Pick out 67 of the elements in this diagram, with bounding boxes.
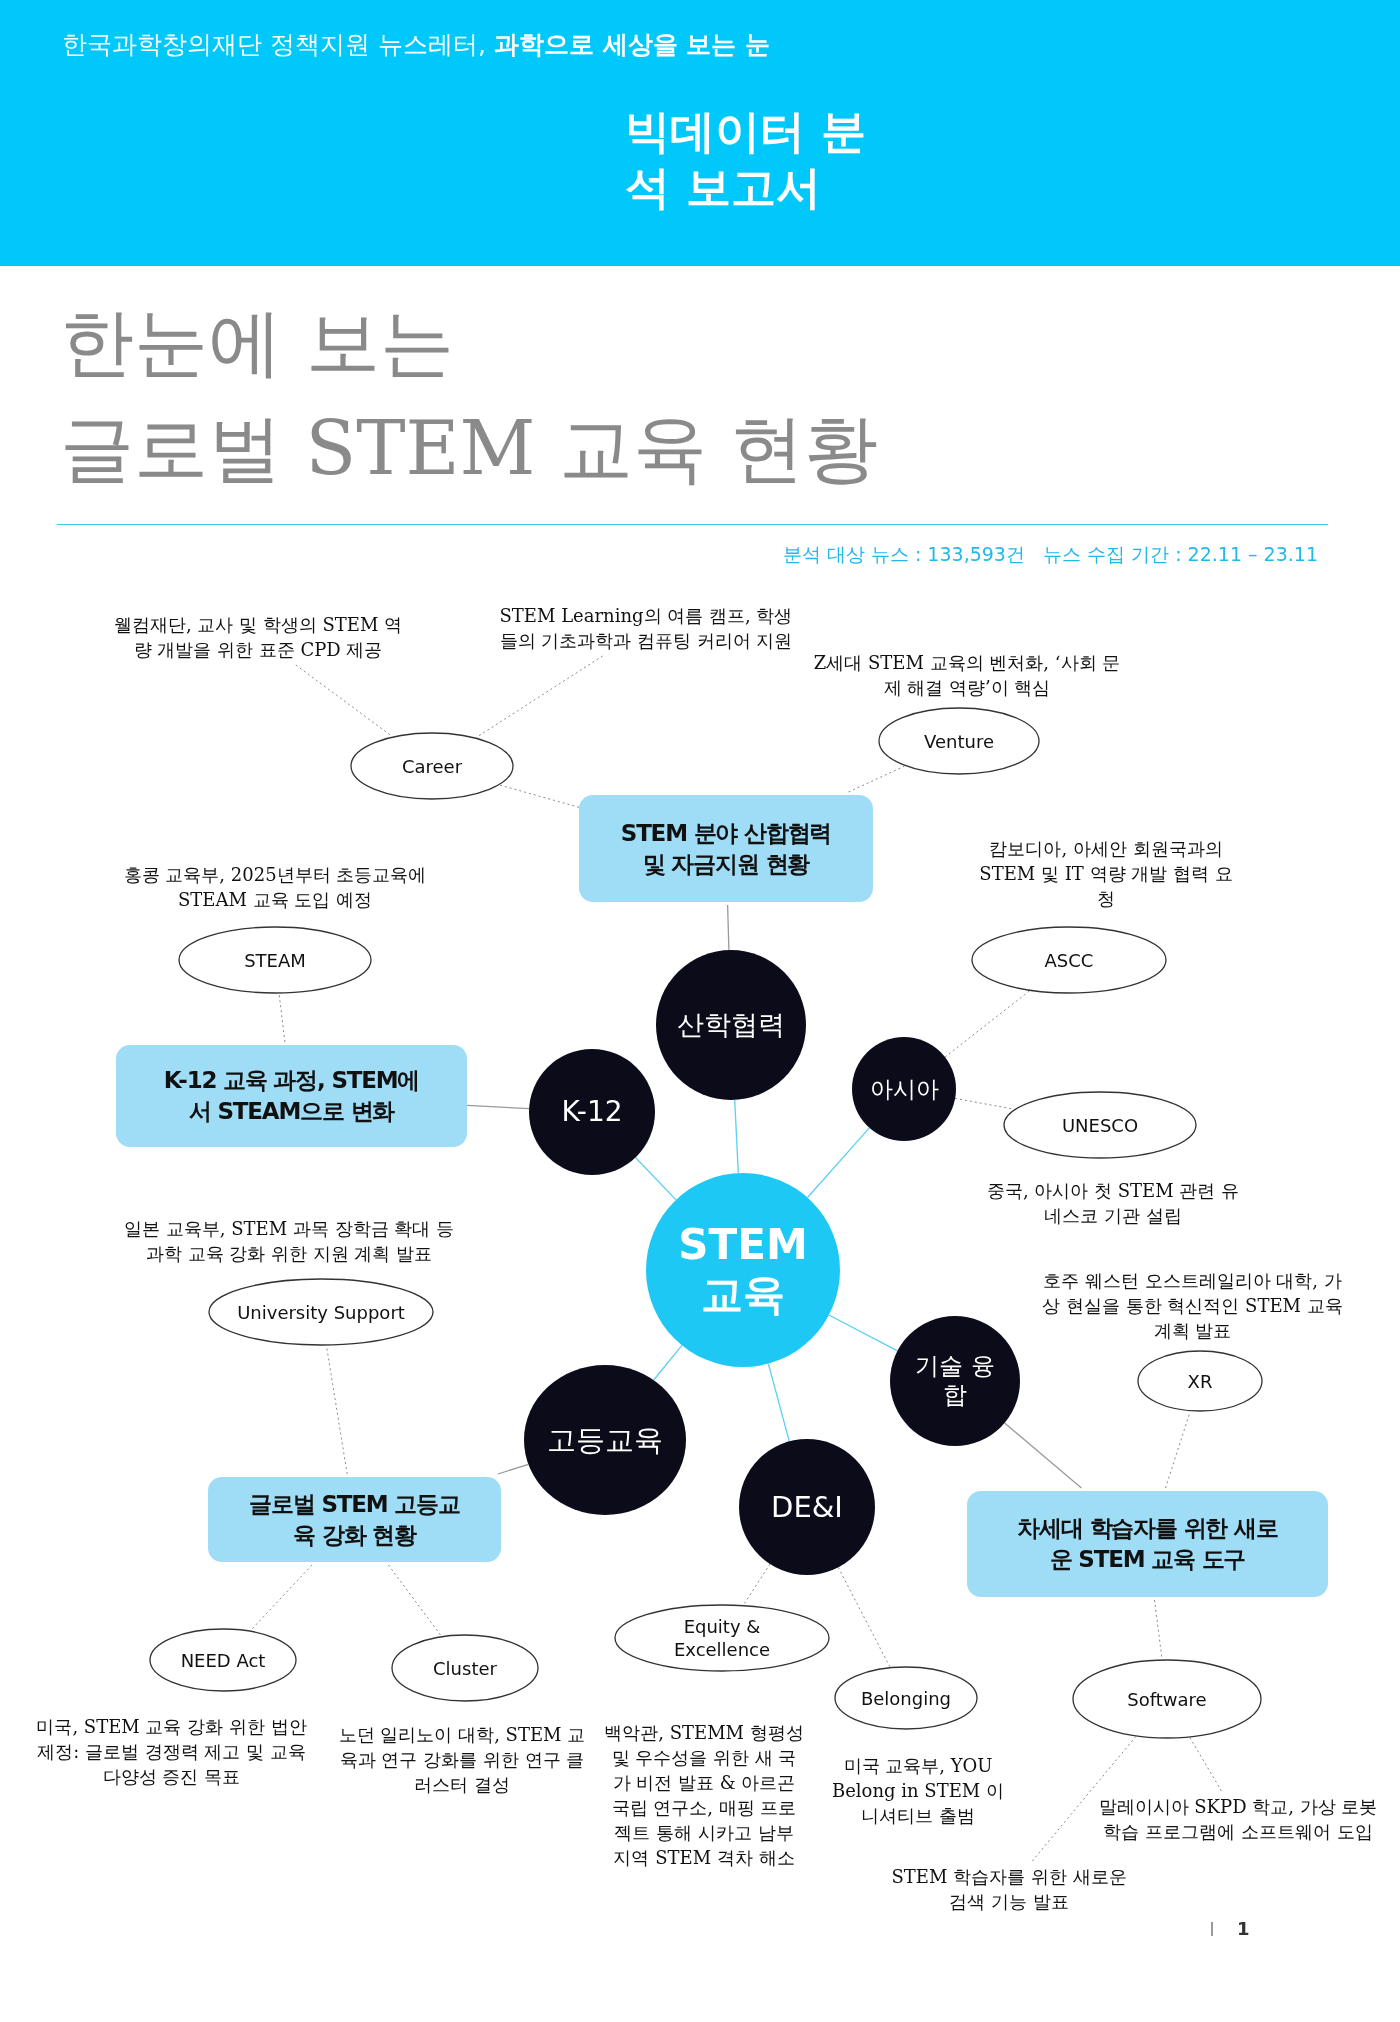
keyword-ellipse: STEAM xyxy=(178,926,372,994)
topic-box: 차세대 학습자를 위한 새로운 STEM 교육 도구 xyxy=(967,1491,1328,1597)
connector-line xyxy=(828,1314,899,1352)
keyword-ellipse: ASCC xyxy=(971,926,1167,994)
connector-line xyxy=(497,1463,530,1475)
keyword-ellipse: Career xyxy=(350,732,514,800)
subtitle-text: 한국과학창의재단 정책지원 뉴스레터, 과학으로 세상을 보는 눈 xyxy=(62,29,771,61)
note-text: 미국 교육부, YOU Belong in STEM 이니셔티브 출범 xyxy=(831,1754,1005,1828)
keyword-ellipse: Equity & Excellence xyxy=(614,1604,830,1672)
topic-box: 글로벌 STEM 고등교육 강화 현황 xyxy=(208,1477,501,1562)
connector-line xyxy=(806,1127,871,1199)
keyword-ellipse: UNESCO xyxy=(1003,1091,1197,1159)
note-text: STEM 학습자를 위한 새로운 검색 기능 발표 xyxy=(889,1864,1129,1914)
leader-line xyxy=(295,664,393,737)
connector-line xyxy=(767,1362,790,1443)
topic-circle: 아시아 xyxy=(852,1037,956,1141)
leader-line xyxy=(837,1566,891,1668)
topic-circle: K-12 xyxy=(529,1049,655,1175)
leader-line xyxy=(278,993,286,1043)
note-text: 말레이시아 SKPD 학교, 가상 로봇 학습 프로그램에 소프트웨어 도입 xyxy=(1098,1794,1378,1844)
connector-line xyxy=(634,1156,677,1201)
note-text: 홍콩 교육부, 2025년부터 초등교육에 STEAM 교육 도입 예정 xyxy=(122,863,428,912)
note-text: STEM Learning의 여름 캠프, 학생들의 기초과학과 컴퓨팅 커리어 지원 xyxy=(496,603,796,653)
connector-line xyxy=(734,1099,739,1174)
connector-line xyxy=(1003,1422,1083,1489)
topic-circle: 고등교육 xyxy=(524,1365,686,1515)
topic-circle: DE&I xyxy=(739,1439,875,1575)
report-type-text: 빅데이터 분석 보고서 xyxy=(625,104,867,216)
leader-line xyxy=(944,990,1030,1058)
keyword-ellipse: Software xyxy=(1072,1659,1262,1739)
topic-circle: 산학협력 xyxy=(656,950,806,1100)
leader-line xyxy=(1165,1411,1191,1489)
connector-line xyxy=(653,1344,683,1381)
center-circle: STEM 교육 xyxy=(646,1173,840,1367)
note-text: 중국, 아시아 첫 STEM 관련 유네스코 기관 설립 xyxy=(985,1179,1241,1228)
keyword-ellipse: Cluster xyxy=(391,1634,539,1702)
leader-line xyxy=(387,1564,442,1637)
page-title: 글로벌 STEM 교육 현황 xyxy=(60,404,880,493)
keyword-ellipse: NEED Act xyxy=(149,1628,297,1692)
keyword-ellipse: Venture xyxy=(878,707,1040,775)
note-text: 백악관, STEMM 형평성 및 우수성을 위한 새 국가 비전 발표 & 아르곤 국립 연구소, 매핑 프로젝트 통해 시카고 남부 지역 STEM 격차 해소 xyxy=(604,1721,804,1870)
note-text: 노던 일리노이 대학, STEM 교육과 연구 강화를 위한 연구 클러스터 결성 xyxy=(337,1723,587,1797)
leader-line xyxy=(1189,1737,1222,1792)
leader-line xyxy=(250,1564,313,1631)
kicker-text: 한눈에 보는 xyxy=(60,298,455,387)
note-text: 웰컴재단, 교사 및 학생의 STEM 역량 개발을 위한 표준 CPD 제공 xyxy=(108,612,408,662)
keyword-ellipse: XR xyxy=(1137,1350,1263,1412)
note-text: 캄보디아, 아세안 회원국과의 STEM 및 IT 역량 개발 협력 요청 xyxy=(978,837,1234,911)
topic-box: STEM 분야 산합협력 및 자금지원 현황 xyxy=(579,795,873,902)
topic-box: K-12 교육 과정, STEM에서 STEAM으로 변화 xyxy=(116,1045,467,1147)
topic-circle: 기술 융합 xyxy=(890,1316,1020,1446)
page-number: 1 xyxy=(1237,1918,1250,1939)
connector-line xyxy=(466,1104,530,1110)
stats-text: 분석 대상 뉴스 : 133,593건 뉴스 수집 기간 : 22.11 – 23.11 xyxy=(782,542,1318,567)
note-text: Z세대 STEM 교육의 벤처화, ‘사회 문제 해결 역량’이 핵심 xyxy=(812,651,1122,700)
leader-line xyxy=(499,784,580,808)
note-text: 일본 교육부, STEM 과목 장학금 확대 등 과학 교육 강화 위한 지원 계획 발표 xyxy=(123,1217,455,1266)
leader-line xyxy=(1154,1599,1163,1660)
leader-line xyxy=(848,765,905,793)
leader-line xyxy=(743,1563,771,1606)
leader-line xyxy=(475,655,604,738)
keyword-ellipse: Belonging xyxy=(834,1666,978,1730)
keyword-ellipse: University Support xyxy=(208,1278,434,1346)
leader-line xyxy=(1031,1736,1137,1862)
note-text: 호주 웨스턴 오스트레일리아 대학, 가상 현실을 통한 혁신적인 STEM 교육 계획 발표 xyxy=(1041,1269,1344,1343)
note-text: 미국, STEM 교육 강화 위한 법안 제정: 글로벌 경쟁력 제고 및 교육 다양성 증진 목표 xyxy=(35,1715,308,1789)
connector-line xyxy=(726,904,730,951)
